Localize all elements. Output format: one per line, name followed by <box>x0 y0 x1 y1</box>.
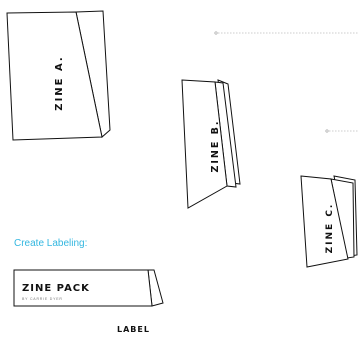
guide-line-middle <box>326 130 359 132</box>
zine-c-label: ZINE C. <box>325 203 335 254</box>
zine-c: ZINE C. <box>301 176 357 267</box>
zine-b: ZINE B. <box>182 80 240 208</box>
zine-b-label: ZINE B. <box>210 119 221 172</box>
zine-pack-title: ZINE PACK <box>22 283 90 294</box>
zine-pack-byline: BY CARRIE DYER <box>22 297 63 301</box>
zine-a-label: ZINE A. <box>54 55 65 110</box>
label-caption: LABEL <box>117 325 150 334</box>
zine-a: ZINE A. <box>7 11 110 140</box>
guide-line-top <box>215 32 359 34</box>
create-labeling-heading: Create Labeling: <box>14 238 87 249</box>
